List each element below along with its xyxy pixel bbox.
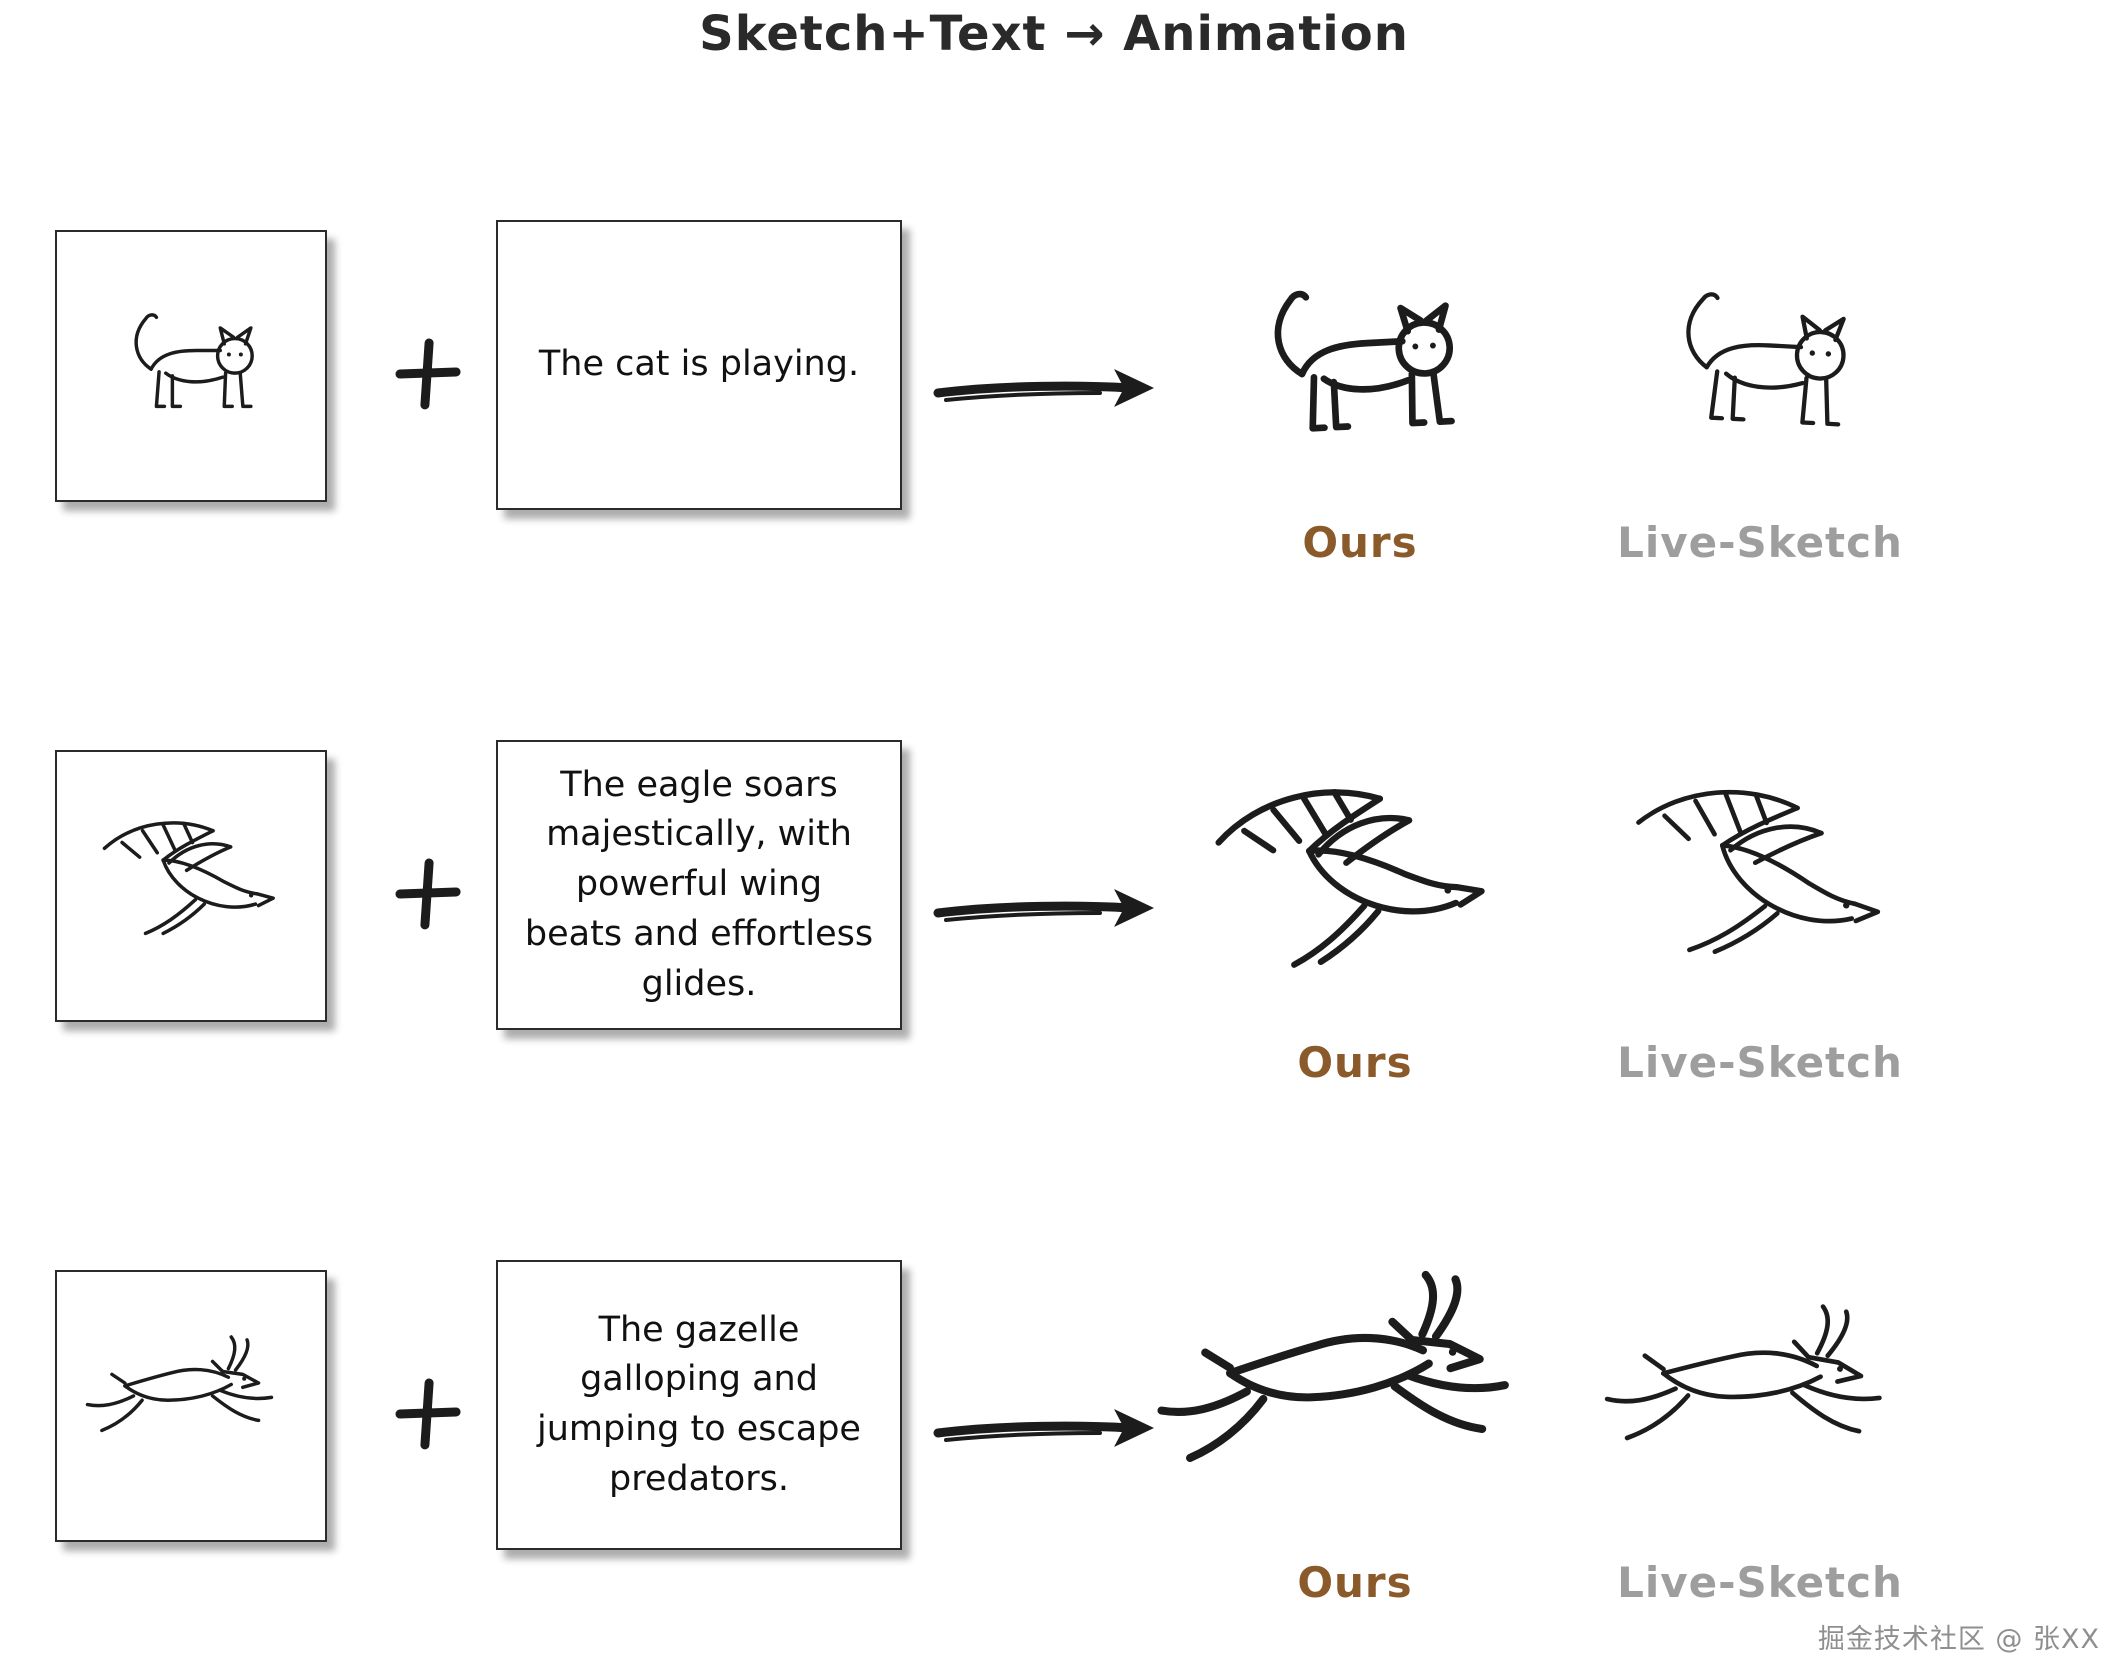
arrow-icon [932,875,1172,939]
ours-label: Ours [1297,1038,1413,1087]
prompt-box: The gazelle galloping and jumping to esc… [496,1260,902,1550]
eagle-live-sketch-result-sketch [1593,769,1927,1004]
prompt-text: The cat is playing. [538,344,860,385]
result-live-sketch: Live-Sketch [1590,735,1930,1087]
watermark: 掘金技术社区 @ 张XX [1817,1624,2100,1655]
result-live-sketch: Live-Sketch [1585,1255,1935,1607]
prompt-box: The eagle soars majestically, with power… [496,740,902,1030]
plus-icon [392,855,464,933]
live-sketch-result-image [1590,215,1930,518]
row-eagle: The eagle soars majestically, with power… [0,735,2108,1135]
result-ours: Ours [1170,735,1540,1087]
ours-label: Ours [1302,518,1418,567]
arrow-icon [932,355,1172,419]
gazelle-input-sketch-box [55,1270,327,1542]
gazelle-live-sketch-result-sketch [1586,1294,1933,1519]
row-gazelle: The gazelle galloping and jumping to esc… [0,1255,2108,1655]
live-sketch-label: Live-Sketch [1617,1558,1903,1607]
ours-result-image [1185,215,1535,518]
plus-icon [392,1375,464,1453]
prompt-box: The cat is playing. [496,220,902,510]
live-sketch-result-image [1590,735,1930,1038]
eagle-input-sketch [81,813,301,960]
cat-ours-result-sketch [1238,262,1483,470]
cat-input-sketch [111,300,271,433]
figure-title: Sketch+Text → Animation [699,6,1409,62]
row-cat: The cat is playing. Ours Live-Sketch [0,215,2108,615]
gazelle-input-sketch [76,1334,306,1478]
live-sketch-label: Live-Sketch [1617,518,1903,567]
cat-input-sketch-box [55,230,327,502]
cat-live-sketch-result-sketch [1648,271,1872,461]
result-live-sketch: Live-Sketch [1590,215,1930,567]
gazelle-ours-result-sketch [1135,1265,1574,1549]
ours-label: Ours [1297,1558,1413,1607]
eagle-ours-result-sketch [1177,758,1533,1015]
prompt-text: The eagle soars majestically, with power… [524,764,874,1004]
ours-result-image [1130,1255,1580,1558]
eagle-input-sketch-box [55,750,327,1022]
prompt-text: The gazelle galloping and jumping to esc… [537,1309,861,1499]
plus-icon [392,335,464,413]
result-ours: Ours [1185,215,1535,567]
live-sketch-result-image [1585,1255,1935,1558]
ours-result-image [1170,735,1540,1038]
live-sketch-label: Live-Sketch [1617,1038,1903,1087]
result-ours: Ours [1130,1255,1580,1607]
